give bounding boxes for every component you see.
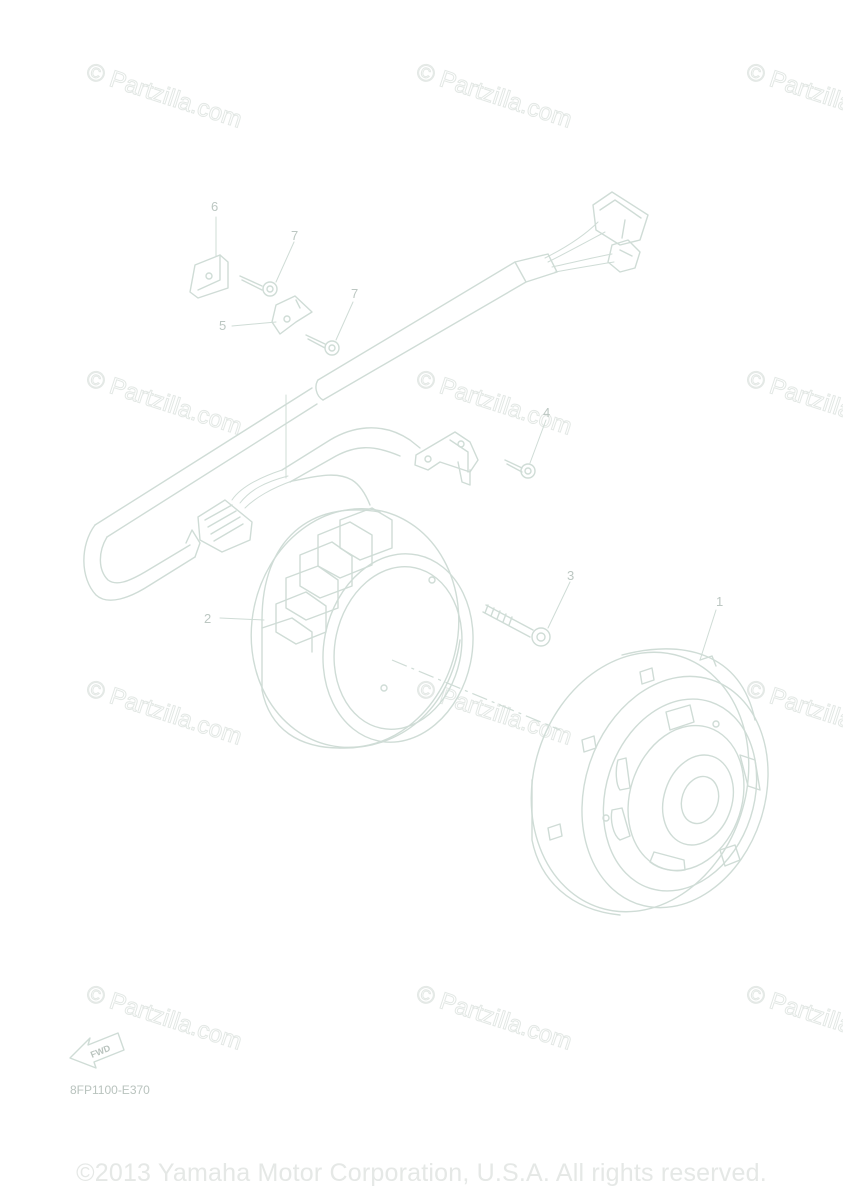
stator-clamp: [414, 431, 479, 486]
watermark: © Partzilla.com: [413, 58, 575, 134]
watermark: © Partzilla.com: [413, 675, 575, 751]
watermark: © Partzilla.com: [83, 675, 245, 751]
fwd-label: FWD: [89, 1043, 112, 1060]
leader-lines: [215, 216, 717, 661]
bolt: [239, 275, 278, 297]
bolt: [504, 459, 536, 479]
watermark: © Partzilla.com: [743, 365, 843, 441]
wire-connector: [544, 191, 649, 273]
stator: [250, 507, 474, 749]
callout-number: 2: [204, 611, 211, 626]
callout-number: 7: [351, 286, 358, 301]
rotor: [530, 648, 769, 916]
copyright-notice: ©2013 Yamaha Motor Corporation, U.S.A. A…: [76, 1159, 767, 1187]
watermark: © Partzilla.com: [413, 980, 575, 1056]
stator-bolt: [482, 604, 551, 647]
callout-number: 5: [219, 318, 226, 333]
diagram-code: 8FP1100-E370: [70, 1083, 150, 1097]
callout-labels: 6 7 5 7 4 2 3 1: [204, 199, 723, 626]
watermark: © Partzilla.com: [743, 675, 843, 751]
watermark: © Partzilla.com: [743, 980, 843, 1056]
clamp-bracket: [189, 254, 229, 299]
callout-number: 3: [567, 568, 574, 583]
wire-harness: [83, 253, 558, 601]
bolt: [305, 334, 340, 356]
forward-arrow-icon: FWD: [69, 1032, 125, 1069]
callout-number: 4: [543, 405, 550, 420]
clamp: [271, 295, 313, 335]
callout-number: 6: [211, 199, 218, 214]
watermark-layer: © Partzilla.com © Partzilla.com © Partzi…: [83, 58, 843, 1057]
watermark: © Partzilla.com: [83, 58, 245, 134]
watermark: © Partzilla.com: [413, 365, 575, 441]
watermark: © Partzilla.com: [743, 58, 843, 134]
callout-number: 7: [291, 228, 298, 243]
callout-number: 1: [716, 594, 723, 609]
assembly-axis: [391, 659, 561, 731]
watermark: © Partzilla.com: [83, 365, 245, 441]
